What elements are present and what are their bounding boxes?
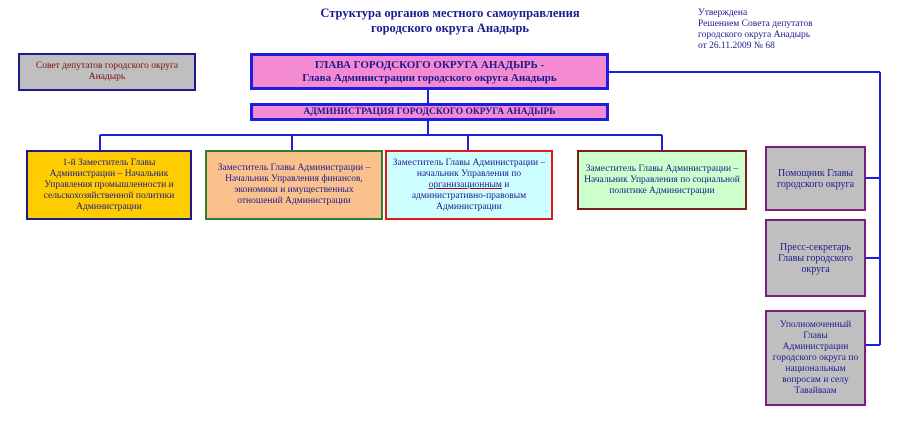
deputy-box-2: Заместитель Главы Администрации – Началь… <box>205 150 383 220</box>
approval-line1: Утверждена <box>698 8 748 18</box>
diagram-title: Структура органов местного самоуправлени… <box>260 6 640 36</box>
approval-line2: Решением Совета депутатов <box>698 19 813 29</box>
approval-line3: городского округа Анадырь <box>698 30 811 40</box>
approval-line4: от 26.11.2009 № 68 <box>698 41 775 51</box>
deputy-4-text: Заместитель Главы Администрации – Началь… <box>584 163 740 196</box>
deputy-2-text: Заместитель Главы Администрации – Началь… <box>217 163 371 206</box>
head-line2: Глава Администрации городского округа Ан… <box>302 71 557 84</box>
side-box-3: Уполномоченный Главы Администрации город… <box>765 310 866 406</box>
side-box-2: Пресс-секретарь Главы городского округа <box>765 219 866 297</box>
side-box-1: Помощник Главы городского округа <box>765 146 866 211</box>
head-box: ГЛАВА ГОРОДСКОГО ОКРУГА АНАДЫРЬ - Глава … <box>250 53 609 90</box>
diagram-title-line1: Структура органов местного самоуправлени… <box>320 6 580 20</box>
council-text: Совет депутатов городского округа Анадыр… <box>35 61 179 82</box>
side-2-text: Пресс-секретарь Главы городского округа <box>778 241 853 275</box>
deputy-3-part2: организационным <box>428 179 502 190</box>
deputy-box-4: Заместитель Главы Администрации – Началь… <box>577 150 747 210</box>
deputy-1-text: 1-й Заместитель Главы Администрации – На… <box>43 157 175 212</box>
approval-note: Утверждена Решением Совета депутатов гор… <box>698 8 888 52</box>
deputy-box-3: Заместитель Главы Администрации – началь… <box>385 150 553 220</box>
deputy-3-part3: и административно-правовым Администрации <box>411 179 527 212</box>
administration-box: АДМИНИСТРАЦИЯ ГОРОДСКОГО ОКРУГА АНАДЫРЬ <box>250 103 609 121</box>
deputy-3-text: Заместитель Главы Администрации – началь… <box>391 158 547 213</box>
diagram-title-line2: городского округа Анадырь <box>370 21 530 35</box>
council-box: Совет депутатов городского округа Анадыр… <box>18 53 196 91</box>
administration-text: АДМИНИСТРАЦИЯ ГОРОДСКОГО ОКРУГА АНАДЫРЬ <box>303 106 556 117</box>
side-3-text: Уполномоченный Главы Администрации город… <box>772 319 859 396</box>
deputy-box-1: 1-й Заместитель Главы Администрации – На… <box>26 150 192 220</box>
deputy-3-part1: Заместитель Главы Администрации – началь… <box>392 157 546 179</box>
head-line1: ГЛАВА ГОРОДСКОГО ОКРУГА АНАДЫРЬ - <box>314 58 545 71</box>
side-1-text: Помощник Главы городского округа <box>776 167 855 190</box>
